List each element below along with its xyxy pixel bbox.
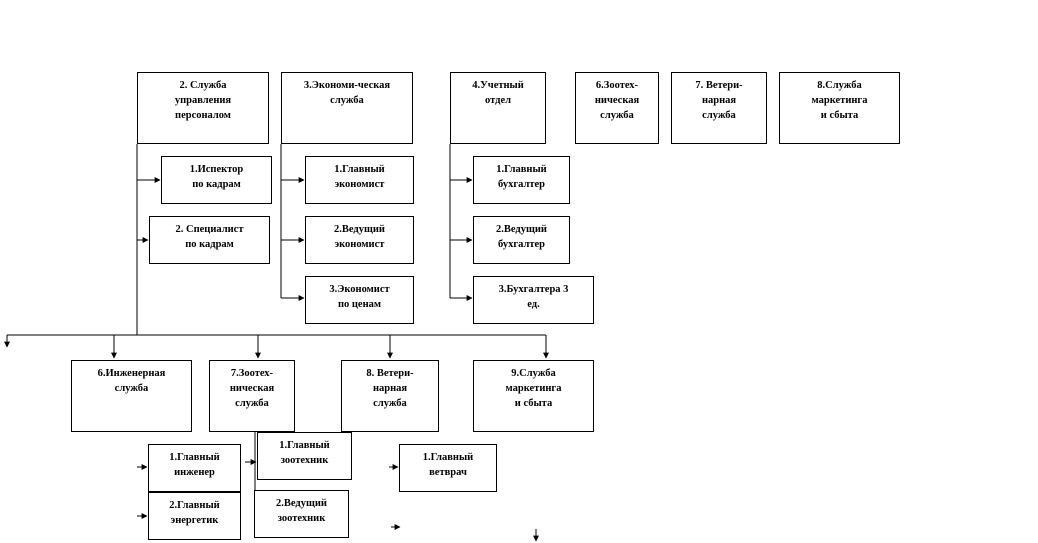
chief-engineer-box: 1.Главный инженер xyxy=(148,444,241,492)
economic-service-box: 3.Экономи-ческая служба xyxy=(281,72,413,144)
price-economist-box: 3.Экономист по ценам xyxy=(305,276,414,324)
accountants-box: 3.Бухгалтера 3 ед. xyxy=(473,276,594,324)
vet-service-box-top: 7. Ветери- нарная служба xyxy=(671,72,767,144)
marketing-service-box-bottom: 9.Служба маркетинга и сбыта xyxy=(473,360,594,432)
chief-vet-box: 1.Главный ветврач xyxy=(399,444,497,492)
lead-zootechnician-box: 2.Ведущий зоотехник xyxy=(254,490,349,538)
zootech-service-box-bottom: 7.Зоотех- ническая служба xyxy=(209,360,295,432)
engineering-service-box: 6.Инженерная служба xyxy=(71,360,192,432)
chief-economist-box: 1.Главный экономист xyxy=(305,156,414,204)
marketing-service-box-top: 8.Служба маркетинга и сбыта xyxy=(779,72,900,144)
accounting-dept-box: 4.Учетный отдел xyxy=(450,72,546,144)
hr-service-box: 2. Служба управления персоналом xyxy=(137,72,269,144)
hr-specialist-box: 2. Специалист по кадрам xyxy=(149,216,270,264)
lead-economist-box: 2.Ведущий экономист xyxy=(305,216,414,264)
vet-service-box-bottom: 8. Ветери- нарная служба xyxy=(341,360,439,432)
hr-inspector-box: 1.Испектор по кадрам xyxy=(161,156,272,204)
lead-accountant-box: 2.Ведущий бухгалтер xyxy=(473,216,570,264)
chief-power-engineer-box: 2.Главный энергетик xyxy=(148,492,241,540)
chief-accountant-box: 1.Главный бухгалтер xyxy=(473,156,570,204)
chief-zootechnician-box: 1.Главный зоотехник xyxy=(257,432,352,480)
zootech-service-box-top: 6.Зоотех- ническая служба xyxy=(575,72,659,144)
